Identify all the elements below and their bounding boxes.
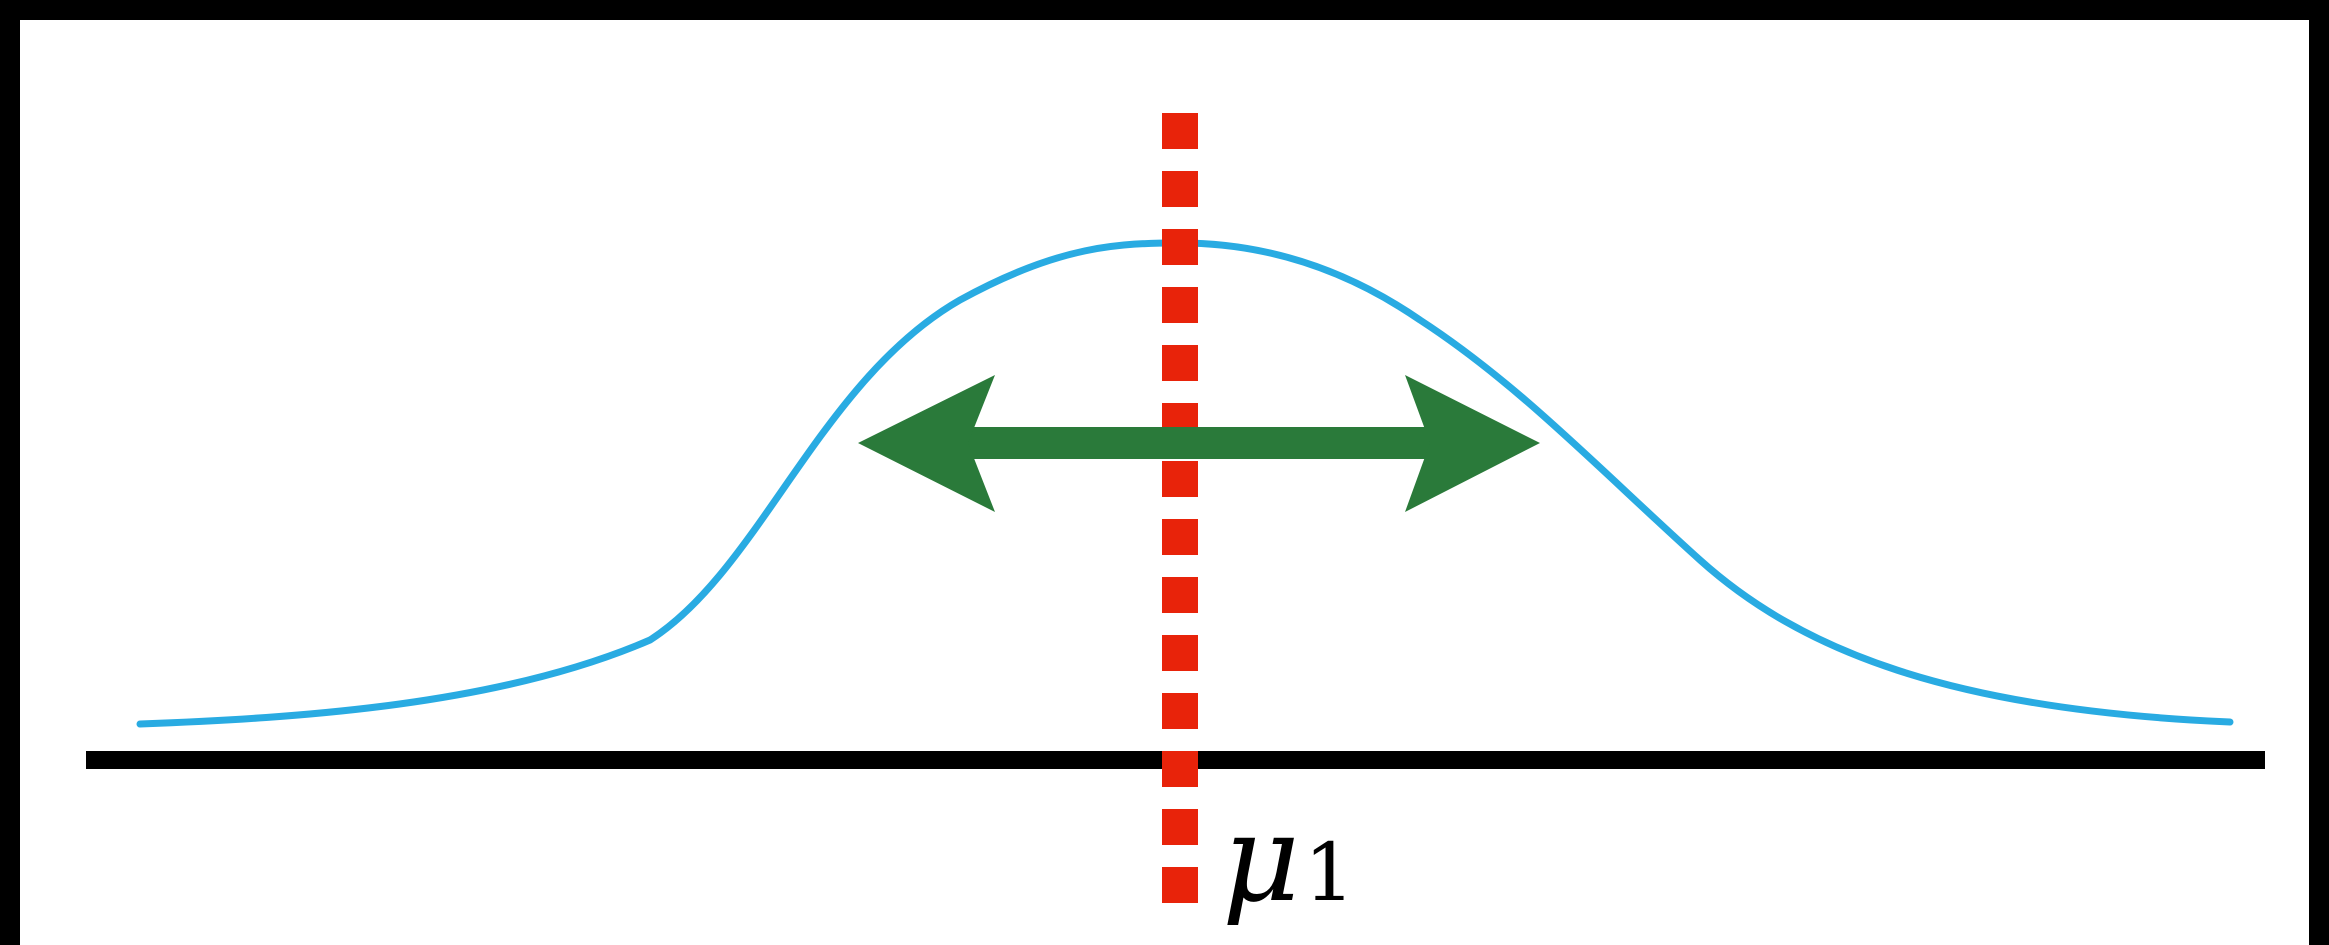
mean-line-dash <box>1162 867 1198 903</box>
mean-line-dash <box>1162 635 1198 671</box>
mean-label: μ1 <box>1222 790 1355 929</box>
mean-line-dash <box>1162 229 1198 265</box>
mean-subscript: 1 <box>1304 826 1355 919</box>
spread-arrow-shaft <box>950 427 1435 459</box>
spread-arrow <box>858 375 1540 512</box>
mean-symbol: μ <box>1222 790 1300 929</box>
spread-arrow-left-head <box>858 375 995 512</box>
mean-line-dash <box>1162 577 1198 613</box>
mean-line-dash <box>1162 287 1198 323</box>
mean-line-dash <box>1162 519 1198 555</box>
mean-line-dash <box>1162 751 1198 787</box>
mean-line-dash <box>1162 345 1198 381</box>
mean-line-dash <box>1162 809 1198 845</box>
mean-line-dash <box>1162 461 1198 497</box>
mean-line-dash <box>1162 113 1198 149</box>
mean-line-dash <box>1162 171 1198 207</box>
spread-arrow-right-head <box>1405 375 1540 512</box>
mean-line-dash <box>1162 693 1198 729</box>
mean-line <box>1162 113 1198 903</box>
